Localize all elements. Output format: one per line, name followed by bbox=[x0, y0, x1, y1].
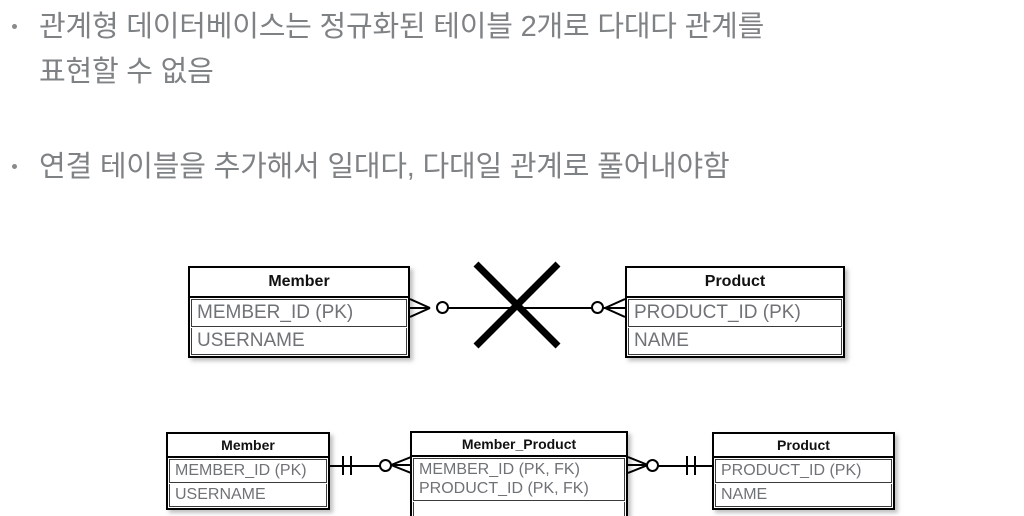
bullet-item-2: 연결 테이블을 추가해서 일대다, 다대일 관계로 풀어내야함 bbox=[12, 145, 1022, 190]
er-field-row: MEMBER_ID (PK) bbox=[169, 459, 327, 483]
er-table-title: Product bbox=[627, 268, 843, 298]
crowsfoot-many-icon-left bbox=[410, 297, 431, 319]
er-field-row: PRODUCT_ID (PK) bbox=[715, 459, 892, 483]
optional-zero-circle-icon-right bbox=[591, 301, 604, 314]
crowsfoot-many-icon-left-bottom bbox=[389, 455, 411, 477]
er-field-row: PRODUCT_ID (PK) bbox=[628, 299, 842, 327]
crowsfoot-many-icon-right-bottom bbox=[628, 455, 649, 477]
bullet-marker-icon bbox=[12, 24, 17, 29]
optional-zero-circle-icon-left bbox=[436, 301, 449, 314]
relationship-line-right bbox=[656, 465, 712, 467]
bullet-marker-icon bbox=[12, 164, 17, 169]
er-field-row: USERNAME bbox=[191, 328, 407, 355]
er-field-row: NAME bbox=[628, 328, 842, 355]
er-table-title: Member bbox=[168, 434, 328, 458]
er-table-member-top[interactable]: Member MEMBER_ID (PK) USERNAME bbox=[188, 266, 410, 358]
er-table-product-top[interactable]: Product PRODUCT_ID (PK) NAME bbox=[625, 266, 845, 358]
optional-zero-circle-icon-right-bottom bbox=[646, 459, 659, 472]
relationship-line-left bbox=[330, 465, 390, 467]
er-table-product-bottom[interactable]: Product PRODUCT_ID (PK) NAME bbox=[712, 432, 895, 510]
bullet-text-1: 관계형 데이터베이스는 정규화된 테이블 2개로 다대다 관계를 표현할 수 없… bbox=[39, 11, 765, 88]
one-tick-icon-c bbox=[686, 456, 688, 475]
er-table-member-bottom[interactable]: Member MEMBER_ID (PK) USERNAME bbox=[166, 432, 330, 510]
er-field-row: MEMBER_ID (PK, FK) PRODUCT_ID (PK, FK) bbox=[413, 458, 625, 501]
er-table-body: PRODUCT_ID (PK) NAME bbox=[627, 299, 843, 355]
er-field-row: NAME bbox=[715, 484, 892, 507]
one-tick-icon-a bbox=[342, 456, 344, 475]
er-table-body: MEMBER_ID (PK) USERNAME bbox=[190, 299, 408, 355]
er-table-title: Product bbox=[714, 434, 893, 458]
er-table-title: Member bbox=[190, 268, 408, 298]
relationship-line-top bbox=[448, 307, 622, 309]
er-table-title: Member_Product bbox=[412, 433, 626, 457]
bullet-text-2: 연결 테이블을 추가해서 일대다, 다대일 관계로 풀어내야함 bbox=[39, 151, 730, 183]
invalid-cross-x-icon bbox=[470, 258, 564, 352]
er-field-row-empty bbox=[413, 502, 625, 516]
er-table-member-product[interactable]: Member_Product MEMBER_ID (PK, FK) PRODUC… bbox=[410, 431, 628, 516]
bullet-item-1: 관계형 데이터베이스는 정규화된 테이블 2개로 다대다 관계를 표현할 수 없… bbox=[12, 5, 1022, 95]
er-table-body: MEMBER_ID (PK, FK) PRODUCT_ID (PK, FK) bbox=[412, 458, 626, 516]
er-field-row: MEMBER_ID (PK) bbox=[191, 299, 407, 327]
one-tick-icon-b bbox=[350, 456, 352, 475]
one-tick-icon-d bbox=[694, 456, 696, 475]
crowsfoot-many-icon-right bbox=[603, 297, 625, 319]
er-table-body: MEMBER_ID (PK) USERNAME bbox=[168, 459, 328, 507]
er-table-body: PRODUCT_ID (PK) NAME bbox=[714, 459, 893, 507]
er-field-row: USERNAME bbox=[169, 484, 327, 507]
